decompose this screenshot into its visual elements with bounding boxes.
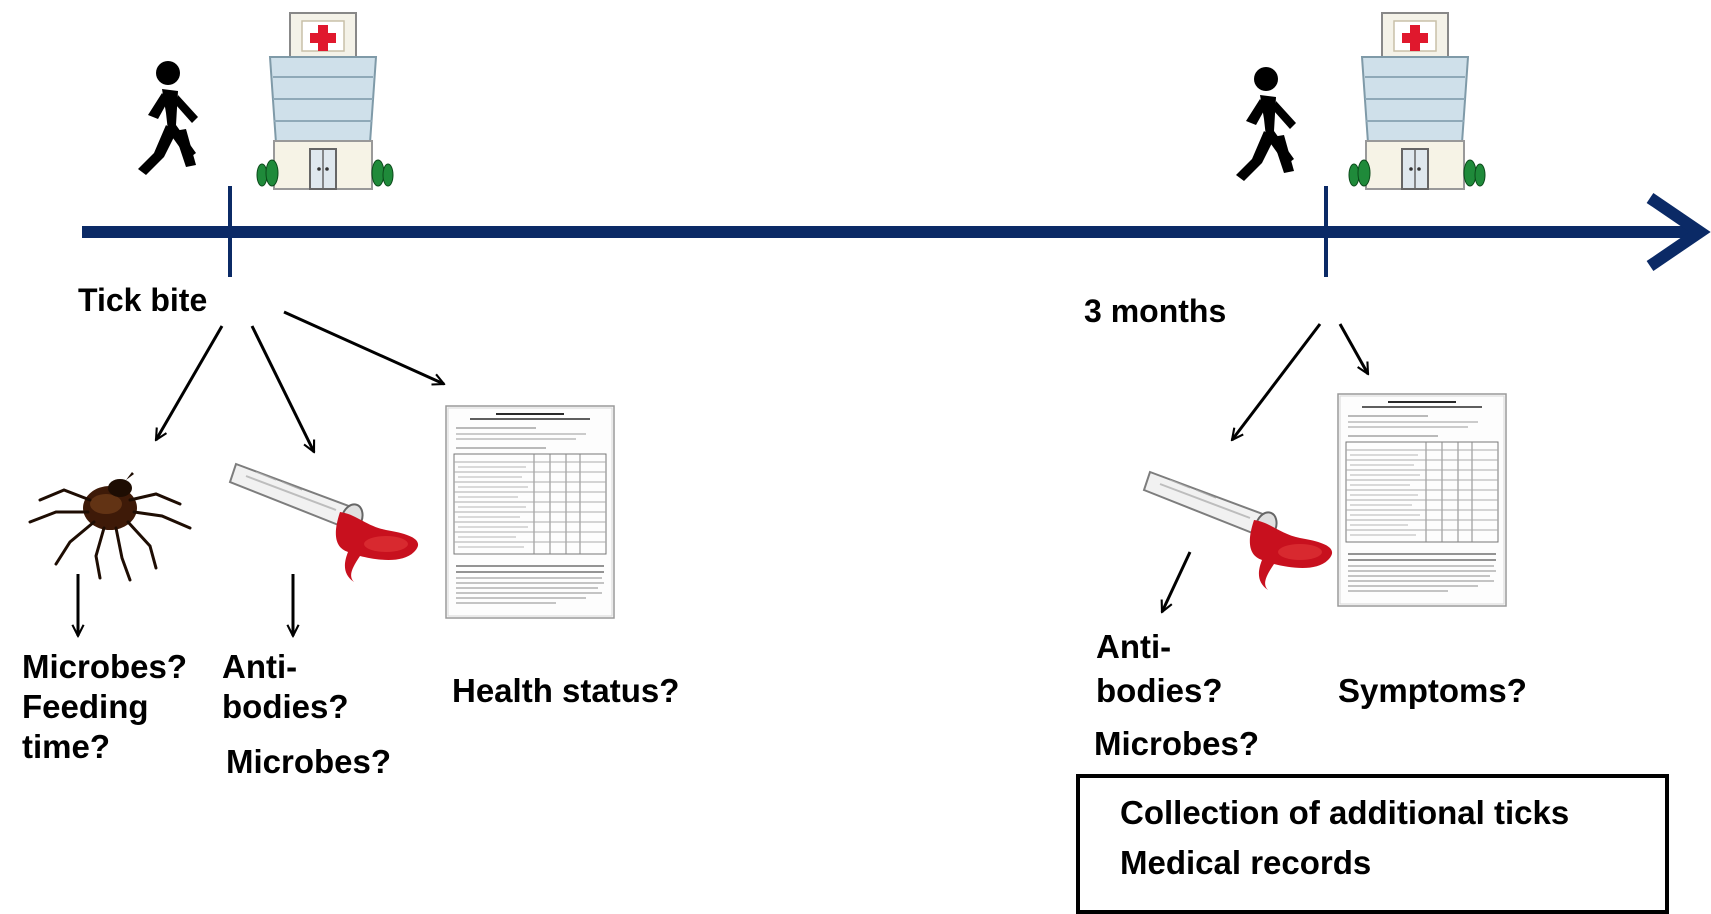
hospital-icon [256, 12, 394, 190]
health-status-label: Health status? [452, 672, 680, 709]
arrow-to-blood [250, 325, 316, 452]
blood-question-line-3: Microbes? [226, 743, 392, 780]
tick-icon [28, 470, 192, 582]
symptoms-label: Symptoms? [1338, 672, 1527, 709]
timeline-arrowhead [1646, 193, 1711, 271]
blood-question-line-1: Anti- [222, 648, 298, 685]
questionnaire-icon [1337, 393, 1507, 607]
walking-person-icon [138, 61, 198, 175]
blood-question-2-line-2: bodies? [1096, 672, 1223, 709]
tick-question-line-3: time? [22, 728, 111, 765]
hospital-icon [1348, 12, 1486, 190]
arrow-to-questionnaire-2 [1338, 323, 1370, 374]
questionnaire-icon [445, 405, 615, 619]
blood-question-2-line-3: Microbes? [1094, 725, 1260, 762]
arrow-to-tick [154, 325, 224, 440]
followup-line-1: Collection of additional ticks [1120, 794, 1570, 831]
blood-question-2-line-1: Anti- [1096, 628, 1172, 665]
followup-line-2: Medical records [1120, 844, 1372, 881]
tick-question-line-1: Microbes? [22, 648, 188, 685]
tick-bite-label: Tick bite [78, 282, 208, 318]
walking-person-icon [1236, 67, 1296, 181]
arrow-blood-down-2 [1162, 551, 1192, 612]
blood-question-line-2: bodies? [222, 688, 349, 725]
blood-tube-icon [1143, 471, 1334, 591]
tick-question-line-2: Feeding [22, 688, 149, 725]
followup-box: Collection of additional ticks Medical r… [1076, 774, 1669, 914]
blood-tube-icon [229, 463, 420, 583]
arrow-to-questionnaire [283, 310, 444, 384]
arrow-to-blood-2 [1232, 323, 1322, 440]
three-months-label: 3 months [1084, 293, 1227, 329]
